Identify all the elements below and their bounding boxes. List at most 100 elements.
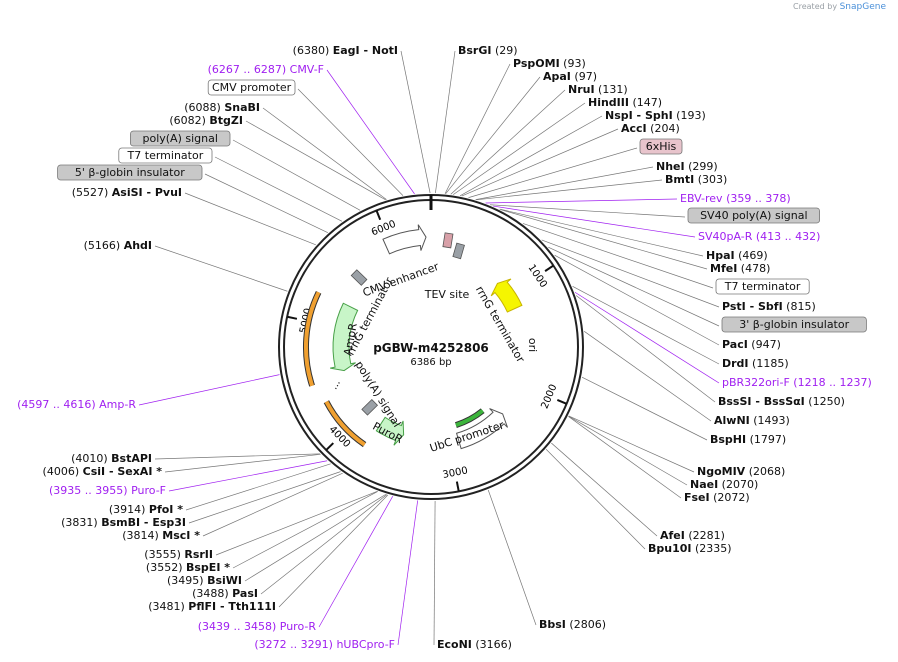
left-label-3-leader [262,107,387,200]
left-label-16-site[interactable]: (3814) MscI * [122,529,200,542]
left-label-2-box-text: CMV promoter [212,81,292,94]
left-label-5-box[interactable] [129,130,231,147]
right-label-30-site[interactable]: EcoNI (3166) [437,638,512,651]
right-label-2-site[interactable]: ApaI (97) [543,70,597,83]
left-label-2-box[interactable] [207,79,296,96]
right-label-8-site[interactable]: NheI (299) [656,160,718,173]
left-label-19-site[interactable]: (3495) BsiWI [167,574,242,587]
feature-cmv-enhancer-0[interactable] [382,224,427,255]
left-label-21-site[interactable]: (3481) PflFI - Tth111I [148,600,276,613]
right-label-29-site[interactable]: BbsI (2806) [539,618,606,631]
tick-label-1000: 1000 [526,263,549,290]
left-label-3-site[interactable]: (6088) SnaBI [184,101,260,114]
feature-rrng-terminator-2[interactable] [452,242,465,260]
right-label-11-box[interactable] [687,207,821,224]
feature-ampr-7[interactable] [330,302,359,372]
left-label-1-primer[interactable]: (6267 .. 6287) CMV-F [208,63,324,76]
tick-1000 [544,264,554,272]
right-label-15-box[interactable] [715,278,810,295]
right-label-20-primer[interactable]: pBR322ori-F (1218 .. 1237) [722,376,872,389]
left-label-18-site[interactable]: (3552) BspEI * [146,561,230,574]
feature-label-tev-site-1: TEV site [424,288,470,301]
right-label-23-site[interactable]: BspHI (1797) [710,433,786,446]
right-label-10-primer[interactable]: EBV-rev (359 .. 378) [680,192,791,205]
feature-ubc-promoter-4[interactable] [455,408,508,450]
right-label-24-leader [568,415,695,473]
right-label-17-box[interactable] [721,316,867,333]
right-label-21-site[interactable]: BssSI - BssSαI (1250) [718,395,845,408]
right-label-3-leader [450,89,566,195]
right-label-7-box-text: 6xHis [646,140,677,153]
left-label-15-site[interactable]: (3831) BsmBI - Esp3I [61,516,186,529]
left-label-4-leader [245,120,386,201]
plasmid-backbone [278,194,584,500]
left-label-4-site[interactable]: (6082) BtgZI [169,114,243,127]
right-label-4-leader [452,102,586,195]
right-label-25-leader [568,415,688,486]
right-label-26-site[interactable]: FseI (2072) [684,491,750,504]
feature-puror-5[interactable] [375,416,405,446]
left-label-0-site[interactable]: (6380) EagI - NotI [293,44,398,57]
right-label-22-site[interactable]: AlwNI (1493) [714,414,790,427]
right-label-0-site[interactable]: BsrGI (29) [458,44,518,57]
tick-2000 [556,399,567,405]
tick-4000 [325,442,334,451]
left-label-20-site[interactable]: (3488) PasI [192,587,258,600]
left-label-14-site[interactable]: (3914) PfoI * [109,503,183,516]
right-label-28-site[interactable]: Bpu10I (2335) [648,542,732,555]
right-label-24-site[interactable]: NgoMIV (2068) [697,465,785,478]
right-label-1-leader [444,63,511,194]
left-label-13-primer[interactable]: (3935 .. 3955) Puro-F [49,484,166,497]
left-label-2-leader [297,88,404,196]
right-label-7-box[interactable] [639,138,683,155]
feature-tev-site-1[interactable] [442,232,454,249]
left-label-7-leader [204,173,328,233]
right-label-26-leader [568,416,682,499]
right-label-5-site[interactable]: NspI - SphI (193) [605,109,706,122]
snapgene-credit: Created by SnapGene [793,2,886,12]
left-label-5-leader [232,139,361,211]
right-label-17-leader [548,246,720,327]
feature-rrng-terminator-8[interactable] [350,269,368,286]
right-label-23-leader [581,376,708,441]
right-label-3-site[interactable]: NruI (131) [568,83,628,96]
right-label-19-site[interactable]: DrdI (1185) [722,357,789,370]
right-label-0-leader [435,50,456,194]
right-label-6-site[interactable]: AccI (204) [621,122,680,135]
right-label-9-site[interactable]: BmtI (303) [665,173,727,186]
left-label-22-primer[interactable]: (3439 .. 3458) Puro-R [198,620,317,633]
plasmid-name: pGBW-m4252806 [373,341,489,355]
right-label-16-leader [541,239,720,308]
right-label-18-site[interactable]: PacI (947) [722,338,781,351]
right-label-27-site[interactable]: AfeI (2281) [660,529,725,542]
left-label-9-leader [154,245,288,292]
left-label-11-site[interactable]: (4010) BstAPI [71,452,152,465]
feature-ori-3[interactable] [490,278,523,313]
left-label-12-leader [164,453,321,473]
right-label-15-leader [522,223,714,289]
feature-label-poly-a-signal-6: poly(A) signal [352,359,403,430]
right-label-13-site[interactable]: HpaI (469) [706,249,768,262]
left-label-9-site[interactable]: (5166) AhdI [84,239,152,252]
left-label-10-primer[interactable]: (4597 .. 4616) Amp-R [17,398,136,411]
left-label-13-leader [168,460,328,492]
created-by-text: Created by [793,2,838,11]
puro-outer-arc [324,400,366,447]
left-label-7-box[interactable] [57,164,203,181]
right-label-2-leader [445,76,541,194]
left-label-23-primer[interactable]: (3272 .. 3291) hUBCpro-F [254,638,395,651]
right-label-16-site[interactable]: PstI - SbfI (815) [722,300,816,313]
right-label-4-site[interactable]: HindIII (147) [588,96,662,109]
right-label-14-site[interactable]: MfeI (478) [710,262,770,275]
right-label-12-primer[interactable]: SV40pA-R (413 .. 432) [698,230,820,243]
right-label-25-site[interactable]: NaeI (2070) [690,478,758,491]
right-label-1-site[interactable]: PspOMI (93) [513,57,586,70]
left-label-12-site[interactable]: (4006) CsiI - SexAI * [43,465,163,478]
left-label-8-site[interactable]: (5527) AsiSI - PvuI [72,186,182,199]
left-label-17-site[interactable]: (3555) RsrII [144,548,213,561]
feature-poly-a-signal-6[interactable] [361,398,379,416]
right-label-9-leader [476,179,663,201]
left-label-6-box[interactable] [118,147,213,164]
right-label-12-leader [493,205,696,238]
left-label-5-box-text: poly(A) signal [142,132,217,145]
